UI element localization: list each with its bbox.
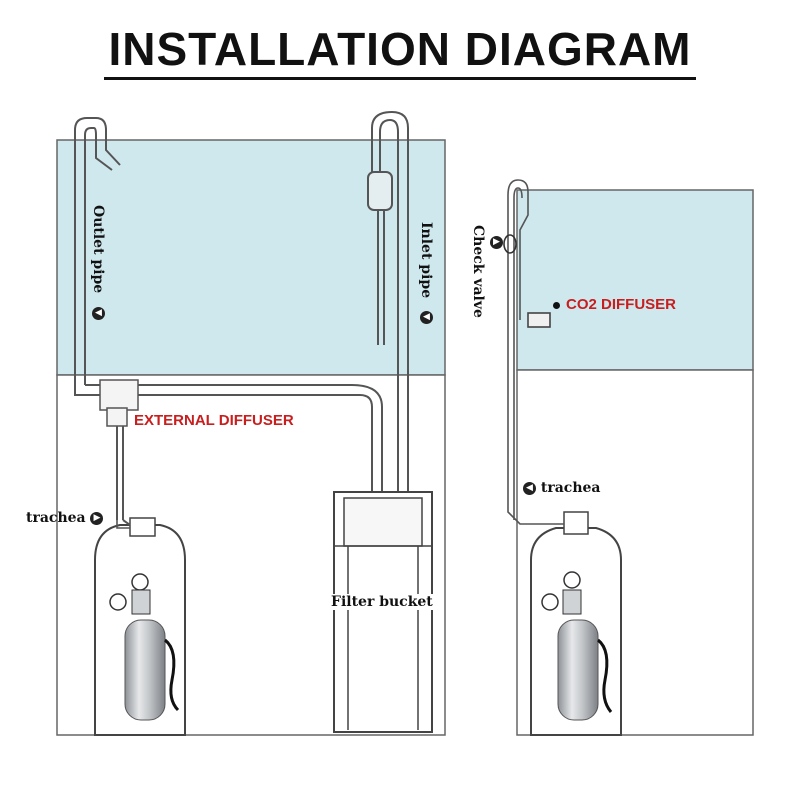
filter-bucket-text: Filter bucket: [331, 594, 433, 610]
dot-icon: [553, 301, 560, 309]
inlet-pipe: [367, 110, 409, 498]
arrow-right-icon: ▶: [490, 236, 503, 249]
outlet-pipe: [74, 117, 121, 385]
title-text: INSTALLATION DIAGRAM: [104, 23, 696, 80]
page-title: INSTALLATION DIAGRAM: [0, 22, 800, 80]
return-pipe: [74, 384, 383, 498]
co2-diffuser-text: CO2 DIFFUSER: [566, 296, 677, 313]
trachea-right-text: trachea: [540, 480, 601, 496]
co2-diffuser-label: CO2 DIFFUSER: [553, 296, 676, 313]
check-valve-text: Check valve: [470, 225, 486, 318]
right-co2-tube: [503, 179, 564, 525]
external-diffuser: [99, 379, 139, 520]
external-diffuser-text: EXTERNAL DIFFUSER: [134, 412, 294, 429]
check-valve-shape: [503, 234, 517, 254]
left-trachea-tube: [116, 520, 130, 529]
inlet-pipe-text: Inlet pipe: [418, 222, 434, 299]
arrow-left-icon: ◀: [420, 311, 433, 324]
outlet-pipe-label: Outlet pipe: [90, 205, 106, 293]
filter-bucket: [333, 491, 433, 733]
right-tank-water: [516, 189, 754, 371]
arrow-left-icon: ◀: [523, 481, 536, 495]
external-diffuser-label: EXTERNAL DIFFUSER: [134, 412, 294, 429]
filter-bucket-label: Filter bucket: [331, 594, 433, 610]
outlet-pipe-text: Outlet pipe: [90, 205, 106, 294]
arrow-right-icon: ▶: [90, 511, 104, 525]
trachea-left-text: trachea: [26, 510, 86, 526]
inlet-pipe-label: Inlet pipe: [418, 222, 434, 298]
check-valve-label: Check valve: [470, 225, 486, 318]
arrow-left-icon: ◀: [92, 307, 105, 320]
right-co2-cylinder: [530, 511, 622, 736]
trachea-right-label: ◀ trachea: [523, 480, 600, 496]
left-co2-cylinder: [94, 517, 186, 736]
trachea-left-label: trachea ▶: [26, 510, 104, 526]
